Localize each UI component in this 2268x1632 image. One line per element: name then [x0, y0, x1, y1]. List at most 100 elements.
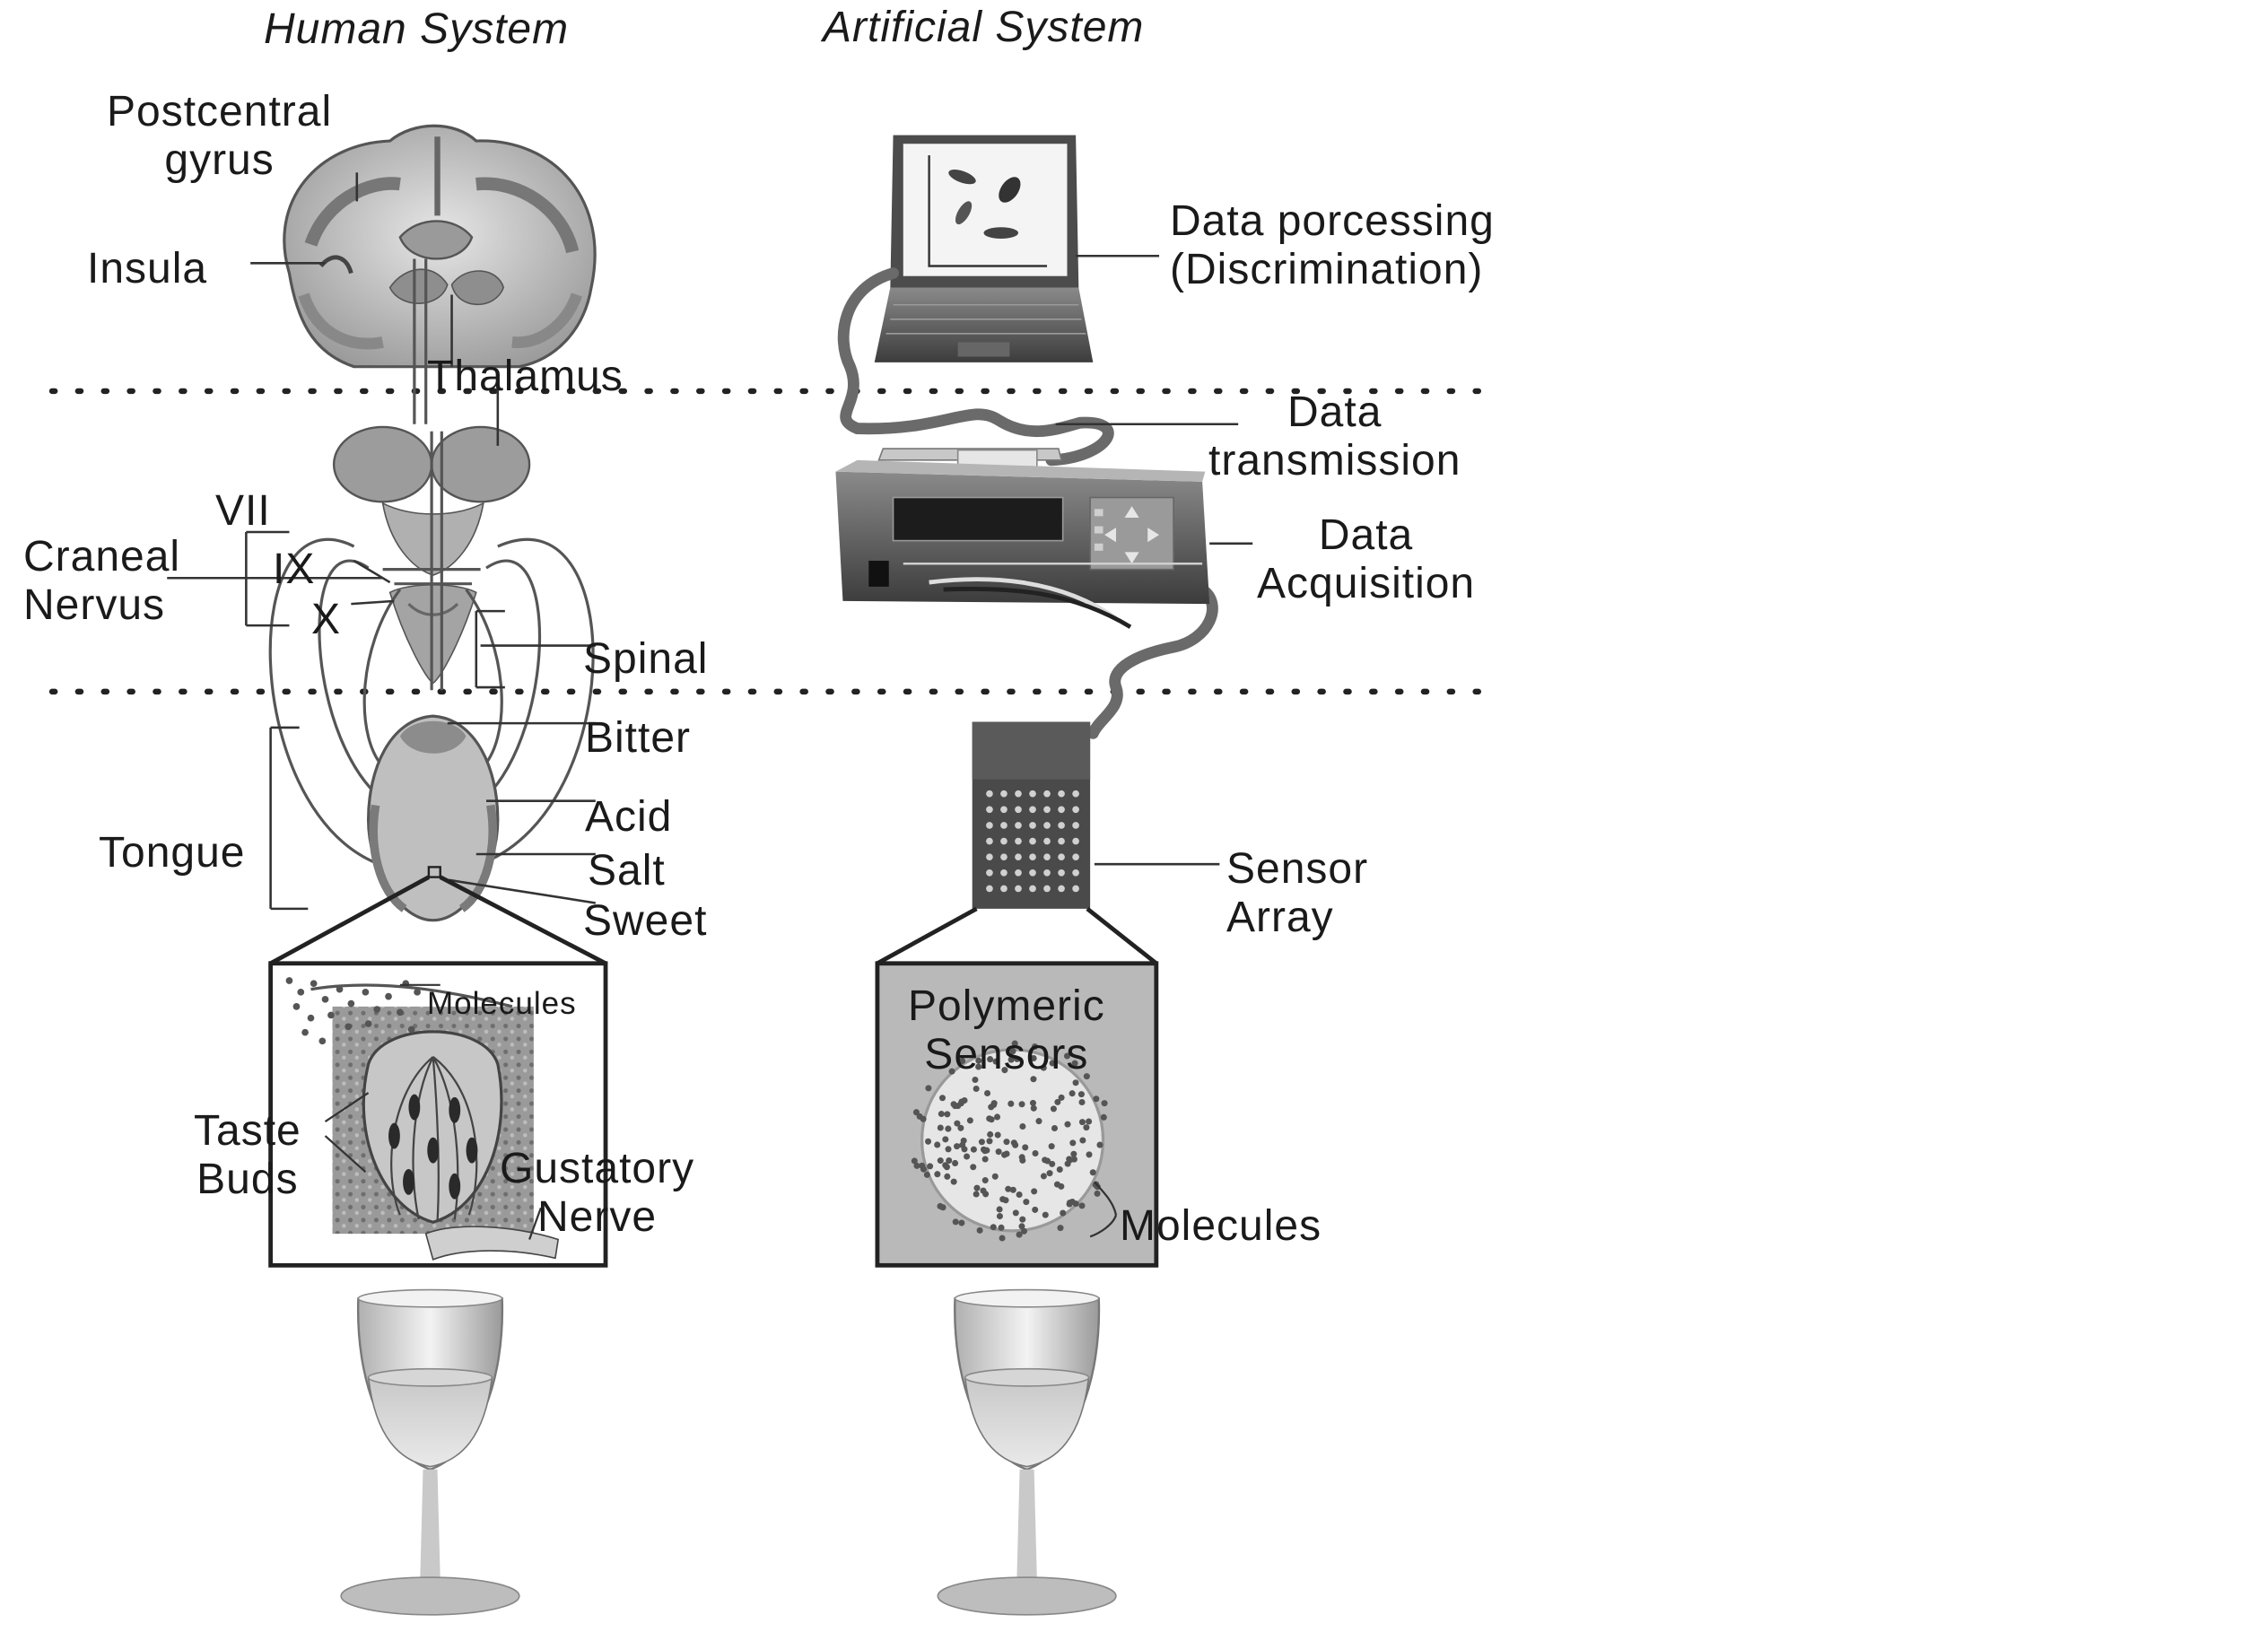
sensor-dot [1015, 868, 1022, 877]
label-sweet: Sweet [583, 897, 708, 945]
molecule-dot [1019, 1216, 1026, 1223]
molecule-dot [1040, 1173, 1047, 1180]
tongue-icon [366, 714, 500, 922]
molecule-dot [1093, 1095, 1100, 1103]
molecule-dot [911, 1157, 918, 1165]
molecule-dot [1029, 1099, 1036, 1106]
sensor-dot [1072, 868, 1079, 877]
taste-bud-zoom-box [268, 875, 608, 1268]
molecule-dot [964, 1153, 971, 1160]
molecule-dot [984, 1089, 991, 1096]
molecule-dot [1078, 1202, 1086, 1209]
molecule-dot [999, 1196, 1007, 1203]
molecule-dot [1014, 1055, 1021, 1062]
molecule-dot [976, 1226, 983, 1234]
molecule-dot [942, 1136, 949, 1143]
sensor-dot [1015, 885, 1022, 893]
sensor-dot [1029, 853, 1036, 861]
molecule-dot [1060, 1209, 1067, 1217]
molecule-dot [1094, 1190, 1101, 1197]
molecule-dot [946, 1157, 953, 1165]
molecule-dot [980, 1187, 987, 1194]
molecule-dot [1001, 1151, 1008, 1158]
sensor-zoom-box [875, 906, 1159, 1268]
molecule-dot [939, 1204, 946, 1211]
header-human-system: Human System [264, 5, 570, 53]
molecule-dot [913, 1162, 920, 1169]
label-gustatory-nerve: Gustatory Nerve [500, 1145, 695, 1241]
molecule-dot [986, 1138, 993, 1145]
molecule-dot [1018, 1154, 1025, 1161]
molecule-dot [1072, 1079, 1079, 1087]
molecule-dot [1012, 1209, 1019, 1217]
molecule-dot [998, 1224, 1005, 1231]
sensor-dot [1072, 885, 1079, 893]
sensor-dot [986, 806, 993, 814]
molecule-dot [1009, 1048, 1016, 1055]
label-bitter: Bitter [585, 714, 692, 762]
label-taste-buds: Taste Buds [194, 1107, 301, 1203]
sensor-dot [1043, 885, 1051, 893]
sensor-dot [1058, 806, 1065, 814]
molecule-dot [952, 1218, 959, 1226]
sensor-dot [1015, 837, 1022, 845]
sensor-dot [1029, 868, 1036, 877]
sensor-dot [1000, 868, 1008, 877]
molecule-dot [992, 1058, 999, 1065]
sensor-dot [1015, 806, 1022, 814]
molecule-dot [996, 1206, 1003, 1213]
molecule-dot [975, 1063, 982, 1070]
molecule-dot [1101, 1100, 1108, 1107]
molecule-dot [1096, 1141, 1103, 1148]
label-thalamus: Thalamus [427, 353, 624, 400]
molecule-dot [973, 1085, 980, 1093]
molecule-dot [1042, 1211, 1049, 1218]
label-molecules-human: Molecules [427, 986, 577, 1021]
molecule-dot [973, 1191, 980, 1198]
molecule-dot [938, 1095, 946, 1102]
molecule-dot [987, 1130, 994, 1138]
molecule-dot [1086, 1118, 1093, 1125]
label-data-processing: Data porcessing (Discrimination) [1170, 197, 1495, 293]
molecule-dot [1058, 1094, 1065, 1101]
molecule-dot [1018, 1101, 1025, 1108]
molecule-dot [954, 1143, 961, 1150]
sensor-dot [1000, 822, 1008, 829]
molecule-dot [948, 1068, 955, 1075]
molecule-dot [993, 1113, 1001, 1121]
molecule-dot [943, 1164, 950, 1171]
sensor-dot [1000, 790, 1008, 798]
molecule-dot [996, 1213, 1003, 1220]
label-spinal: Spinal [583, 635, 709, 683]
molecule-dot [1001, 1067, 1008, 1074]
molecule-dot [925, 1085, 932, 1092]
molecule-dot [1051, 1124, 1059, 1132]
molecule-dot [1012, 1141, 1019, 1148]
molecule-dot [912, 1109, 920, 1116]
sensor-dot [1072, 822, 1079, 829]
molecule-dot [972, 1076, 979, 1083]
header-artificial-system: Artificial System [823, 4, 1145, 51]
molecule-dot [1049, 1060, 1056, 1067]
molecule-dot [925, 1138, 932, 1145]
molecule-dot [986, 1115, 993, 1122]
molecule-dot [1040, 1064, 1047, 1071]
sensor-dot [1029, 885, 1036, 893]
molecule-dot [978, 1139, 985, 1146]
sensor-dot [986, 790, 993, 798]
molecule-dot [990, 1224, 997, 1231]
molecule-dot [970, 1146, 977, 1153]
brain-cross-section [283, 124, 597, 369]
label-cranial-nerve-x: X [311, 596, 342, 643]
molecule-dot [1086, 1151, 1093, 1158]
molecule-dot [994, 1131, 1001, 1139]
sensor-dot [1072, 837, 1079, 845]
molecule-dot [1031, 1188, 1038, 1195]
molecule-dot [1057, 1225, 1064, 1232]
molecule-dot [981, 1177, 989, 1184]
molecule-dot [957, 1124, 964, 1131]
molecule-dot [1042, 1156, 1049, 1164]
acquisition-device-icon [835, 448, 1210, 629]
molecule-dot [1005, 1185, 1012, 1192]
